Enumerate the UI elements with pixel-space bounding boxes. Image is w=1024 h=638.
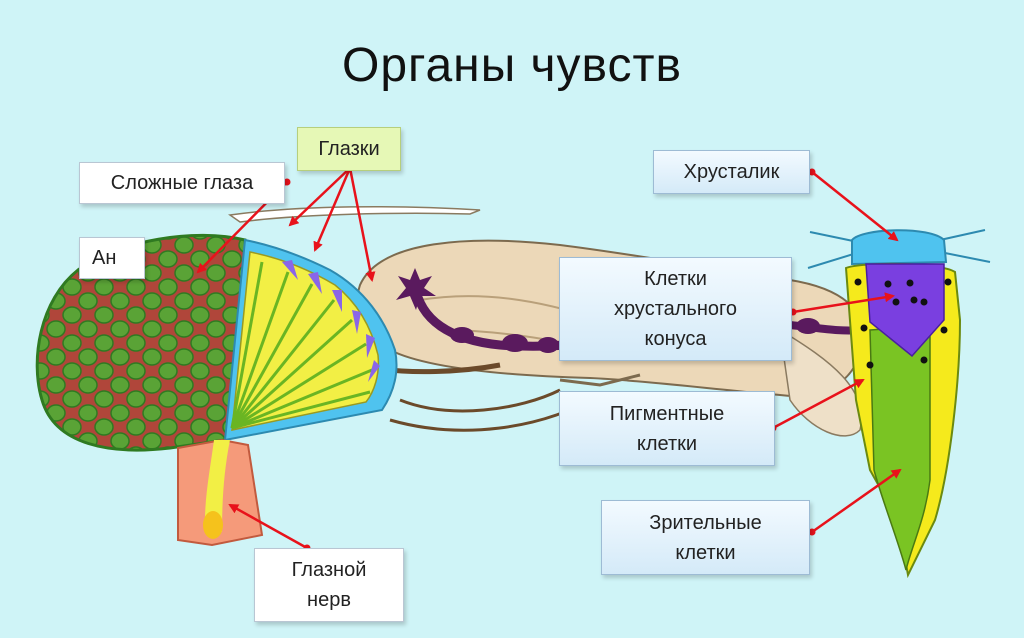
label-compound-eyes: Сложные глаза [79, 162, 285, 204]
label-visual-cells: Зрительные клетки [601, 500, 810, 575]
label-antennae-partial: Ан [79, 237, 145, 279]
label-optic-nerve: Глазной нерв [254, 548, 404, 622]
label-cone-cells: Клетки хрустального конуса [559, 257, 792, 361]
label-lens: Хрусталик [653, 150, 810, 194]
page-title: Органы чувств [342, 39, 682, 92]
ommatidium [807, 229, 991, 579]
label-ocelli: Глазки [297, 127, 401, 171]
compound-eye [35, 233, 398, 547]
label-pigment-cells: Пигментные клетки [559, 391, 775, 466]
